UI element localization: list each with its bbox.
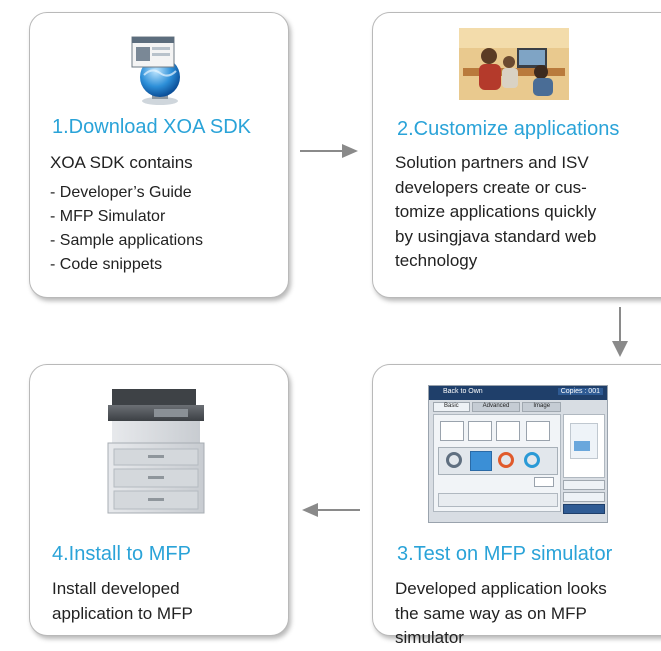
text-line: simulator: [395, 628, 464, 647]
text-line: the same way as on MFP: [395, 603, 587, 623]
step-title-2: 2.Customize applications: [397, 118, 620, 140]
step-text-1: XOA SDK contains: [50, 153, 193, 172]
simulator-tab: Image: [522, 402, 562, 412]
step-title-1: 1.Download XOA SDK: [52, 116, 251, 138]
text-line: Solution partners and ISV: [395, 153, 589, 172]
simulator-panel: [433, 414, 561, 512]
globe-window-icon: [131, 36, 180, 105]
text-line: developers create or cus-: [395, 177, 587, 197]
simulator-copies: Copies : 001: [557, 388, 603, 395]
sdk-contents-list: - Developer’s Guide - MFP Simulator - Sa…: [50, 181, 203, 277]
simulator-tab: Advanced: [471, 402, 521, 412]
simulator-screen: Back to Own Copies : 001 Basic Advanced …: [428, 385, 608, 523]
text-line: by usingjava standard web: [395, 226, 597, 246]
arrow-down-icon: [612, 307, 628, 357]
simulator-preview: [563, 414, 605, 478]
simulator-tabs: Basic Advanced Image: [433, 402, 562, 412]
step-text-4: Install developed application to MFP: [52, 577, 193, 626]
text-line: tomize applications quickly: [395, 202, 597, 221]
step-text-3: Developed application looks the same way…: [395, 577, 607, 651]
step-title-3: 3.Test on MFP simulator: [397, 543, 613, 565]
developers-photo: [459, 28, 569, 100]
text-line: Developed application looks: [395, 579, 607, 598]
text-line: application to MFP: [52, 603, 193, 623]
text-line: technology: [395, 251, 478, 270]
arrow-right-icon: [300, 144, 358, 158]
simulator-tab: Basic: [433, 402, 470, 412]
step-card-install: 4.Install to MFP Install developed appli…: [29, 364, 289, 636]
step-card-download: 1.Download XOA SDK XOA SDK contains - De…: [29, 12, 289, 298]
step-card-customize: 2.Customize applications Solution partne…: [372, 12, 661, 298]
list-item: - Developer’s Guide: [50, 184, 192, 201]
simulator-header-label: Back to Own: [443, 388, 483, 395]
text-line: Install developed: [52, 579, 180, 598]
list-item: - Code snippets: [50, 256, 163, 273]
step-text-2: Solution partners and ISV developers cre…: [395, 151, 596, 274]
step-title-4: 4.Install to MFP: [52, 543, 191, 565]
list-item: - Sample applications: [50, 232, 203, 249]
step-card-test: Back to Own Copies : 001 Basic Advanced …: [372, 364, 661, 647]
simulator-header: Back to Own Copies : 001: [429, 386, 607, 400]
printer-photo: [107, 389, 205, 514]
list-item: - MFP Simulator: [50, 208, 166, 225]
arrow-left-icon: [302, 503, 360, 517]
